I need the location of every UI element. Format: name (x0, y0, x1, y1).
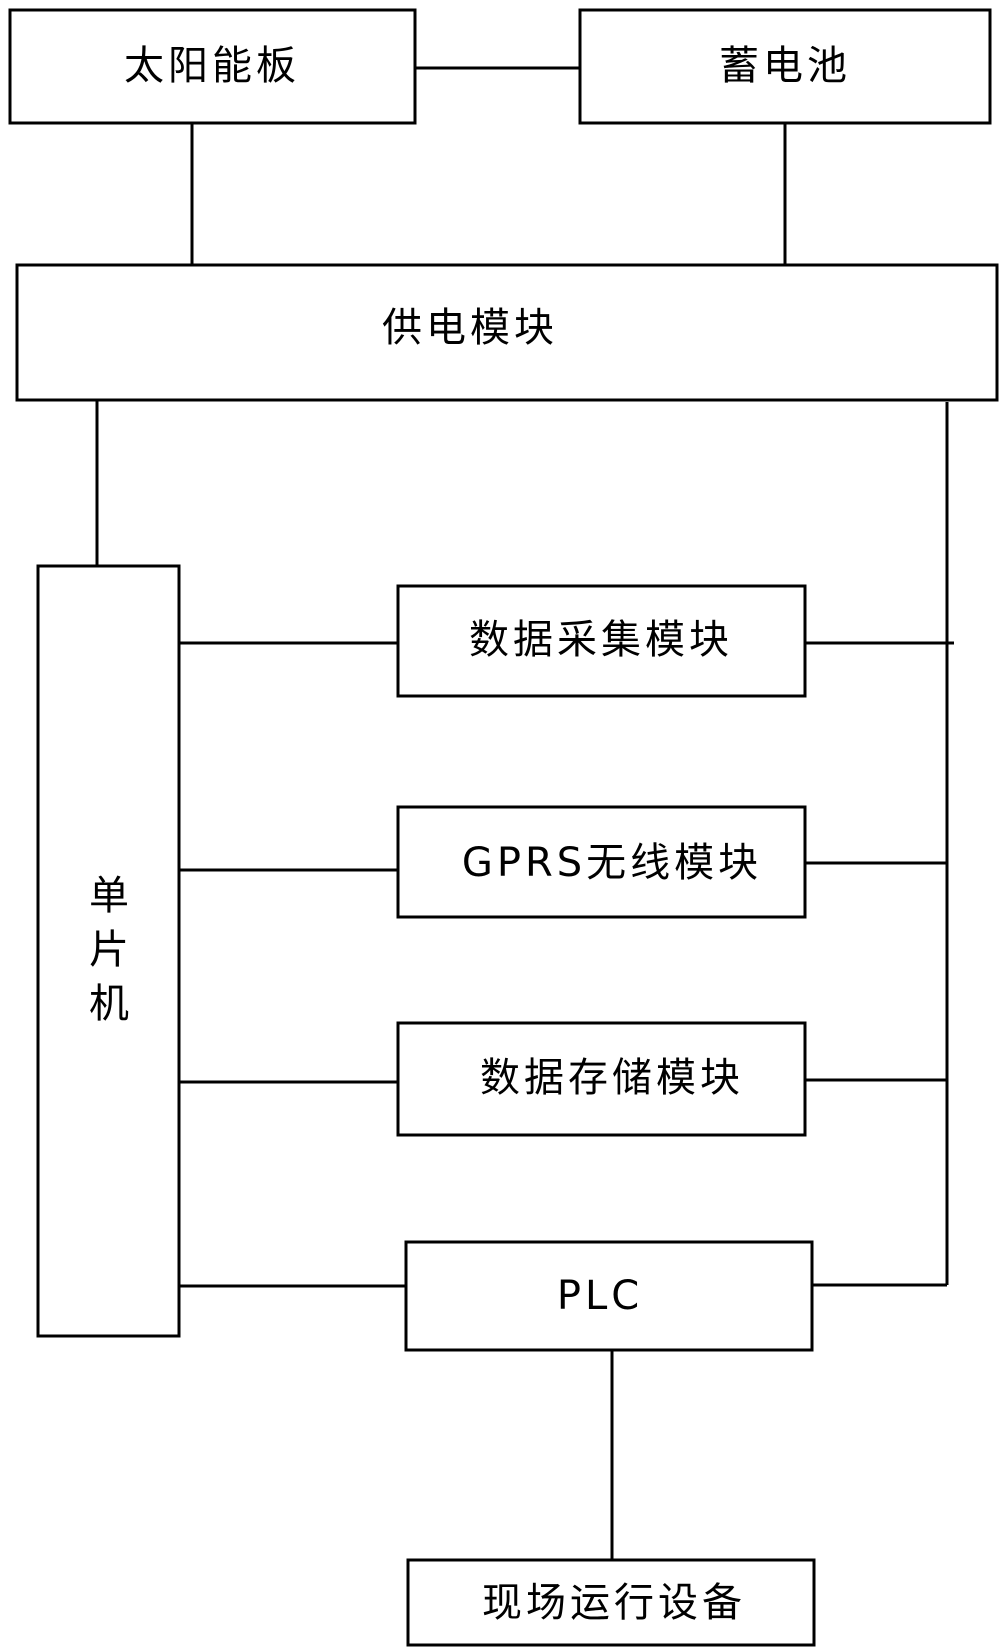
node-plc: PLC (404, 1240, 814, 1352)
node-data-acquisition: 数据采集模块 (396, 584, 807, 698)
node-solar-panel: 太阳能板 (8, 8, 417, 125)
node-power-module: 供电模块 (15, 263, 999, 402)
connections (95, 66, 954, 1560)
node-data-acquisition-label: 数据采集模块 (469, 617, 733, 663)
node-data-storage: 数据存储模块 (396, 1021, 807, 1137)
node-data-storage-label: 数据存储模块 (480, 1055, 744, 1101)
node-field-equipment-label: 现场运行设备 (482, 1580, 746, 1626)
node-solar-panel-label: 太阳能板 (124, 43, 300, 89)
node-mcu: 单片机 (36, 564, 181, 1338)
node-plc-label: PLC (557, 1273, 643, 1319)
node-mcu-label: 单片机 (82, 874, 128, 1036)
node-battery: 蓄电池 (578, 8, 992, 125)
node-gprs-label: GPRS无线模块 (462, 840, 762, 886)
node-field-equipment: 现场运行设备 (406, 1558, 816, 1647)
node-power-module-label: 供电模块 (382, 305, 558, 351)
node-gprs: GPRS无线模块 (396, 805, 807, 919)
node-battery-label: 蓄电池 (719, 43, 851, 89)
